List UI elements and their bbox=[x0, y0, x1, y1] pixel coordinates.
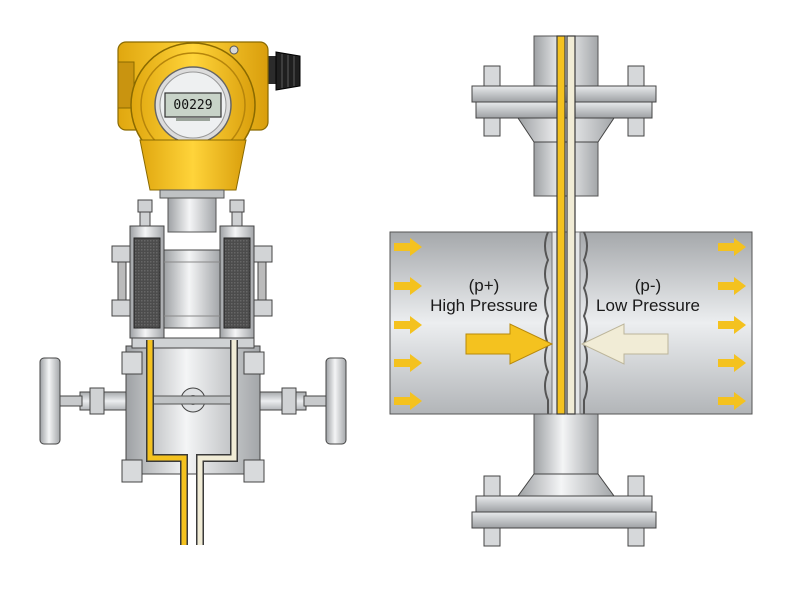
sensor-flange-left bbox=[130, 226, 164, 338]
sensor-flange-right bbox=[220, 226, 254, 338]
valve-handle-left bbox=[40, 358, 126, 444]
low-pressure-sign: (p-) bbox=[635, 276, 661, 295]
lcd-reading: 00229 bbox=[173, 98, 212, 113]
tap-tube-high bbox=[557, 36, 565, 414]
bottom-flange bbox=[472, 474, 656, 546]
low-pressure-label: Low Pressure bbox=[596, 296, 700, 315]
orifice-pipe-assembly: (p+) High Pressure (p-) Low Pressure bbox=[390, 36, 752, 546]
high-pressure-sign: (p+) bbox=[469, 276, 500, 295]
valve-manifold bbox=[122, 338, 264, 482]
valve-handle-right bbox=[260, 358, 346, 444]
lower-pipe-section bbox=[534, 414, 598, 474]
tap-tube-low bbox=[567, 36, 575, 414]
high-pressure-label: High Pressure bbox=[430, 296, 538, 315]
transmitter-housing: 00229 bbox=[118, 42, 268, 190]
transmitter-assembly: 00229 bbox=[40, 42, 346, 545]
